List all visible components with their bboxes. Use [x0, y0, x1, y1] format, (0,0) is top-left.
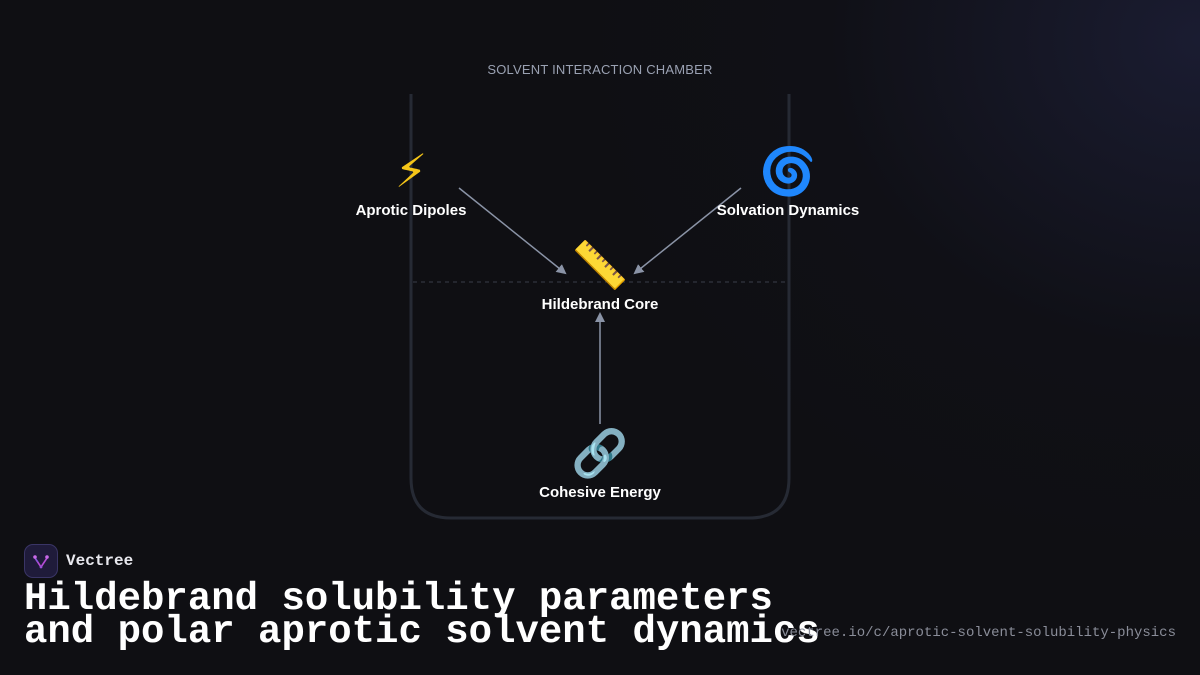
node-label: Cohesive Energy [539, 484, 661, 501]
brand: Vectree [24, 544, 133, 578]
chain-link-icon: 🔗 [571, 427, 629, 479]
node-hildebrand-core: 📏 Hildebrand Core [500, 240, 700, 313]
source-url: vectree.io/c/aprotic-solvent-solubility-… [781, 625, 1176, 641]
node-cohesive-energy: 🔗 Cohesive Energy [500, 428, 700, 501]
headline: Hildebrand solubility parameters and pol… [24, 577, 820, 654]
node-aprotic-dipoles: ⚡ Aprotic Dipoles [311, 146, 511, 219]
diagram-title: SOLVENT INTERACTION CHAMBER [487, 62, 713, 77]
headline-line-1: Hildebrand solubility parameters [24, 577, 773, 621]
chamber-outline [409, 94, 791, 520]
lightning-bolt-icon: ⚡ [394, 145, 428, 197]
node-label: Aprotic Dipoles [355, 202, 467, 219]
edge-solvation-to-core [633, 187, 742, 275]
vectree-logo-icon [24, 544, 58, 578]
node-solvation-dynamics: 🌀 Solvation Dynamics [688, 146, 888, 219]
node-label: Hildebrand Core [541, 296, 659, 313]
vectree-logo-mark [33, 555, 49, 569]
ruler-icon: 📏 [571, 239, 629, 291]
node-label: Solvation Dynamics [716, 202, 860, 219]
cyclone-icon: 🌀 [759, 145, 817, 197]
brand-name: Vectree [66, 552, 134, 570]
headline-line-2: and polar aprotic solvent dynamics [24, 610, 820, 654]
edge-aprotic-to-core [458, 187, 567, 275]
